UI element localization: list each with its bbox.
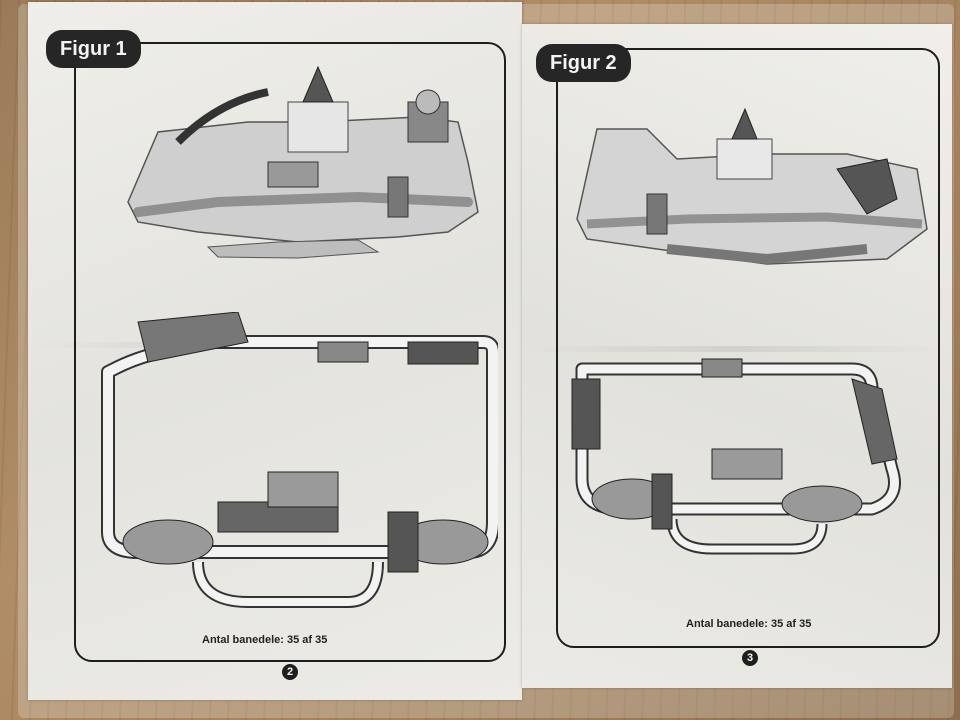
piece-count-text: Antal banedele: 35 af 35 <box>686 618 812 630</box>
figure-label: Figur 2 <box>536 44 631 82</box>
playset-perspective-illustration <box>127 65 479 259</box>
playset-perspective-illustration <box>576 107 928 265</box>
instruction-page-left: Figur 1 Antal banedele: 35 af 35 2 <box>28 2 522 700</box>
paper-fold-crease <box>522 346 952 352</box>
figure-label: Figur 1 <box>46 30 141 68</box>
page-number-badge: 3 <box>742 650 758 666</box>
figure-frame <box>74 42 506 662</box>
piece-count-text: Antal banedele: 35 af 35 <box>202 634 328 646</box>
track-layout-illustration <box>571 358 901 555</box>
page-number-badge: 2 <box>282 664 298 680</box>
track-layout-illustration <box>101 312 498 608</box>
figure-frame <box>556 48 940 648</box>
instruction-page-right: Figur 2 Antal banedele: 35 af 35 3 <box>522 24 952 688</box>
